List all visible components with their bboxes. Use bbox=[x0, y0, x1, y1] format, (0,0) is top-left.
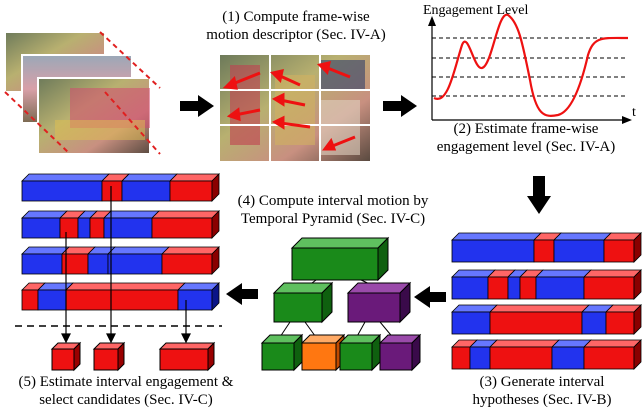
plot-x-label: t bbox=[632, 105, 636, 120]
motion-descriptor-frame bbox=[220, 55, 370, 161]
interval-bar bbox=[451, 232, 642, 263]
interval-bar bbox=[21, 173, 220, 202]
step1-label: (1) Compute frame-wise motion descriptor… bbox=[206, 9, 386, 43]
step5-label: (5) Estimate interval engagement & selec… bbox=[18, 374, 234, 408]
arrow-down-icon bbox=[527, 176, 551, 214]
pyramid-level-1-block bbox=[290, 236, 390, 282]
interval-bar bbox=[21, 210, 220, 239]
pyramid-level-2-purple bbox=[346, 281, 412, 324]
step3-label: (3) Generate interval hypotheses (Sec. I… bbox=[472, 374, 612, 408]
step4-label: (4) Compute interval motion by Temporal … bbox=[237, 193, 429, 227]
arrow-left-icon bbox=[226, 283, 258, 305]
candidate-block-3 bbox=[158, 341, 216, 372]
interval-bar bbox=[21, 282, 220, 311]
pyramid-level-3-purple bbox=[378, 333, 422, 372]
pyramid-level-3-green-b bbox=[338, 333, 382, 372]
arrow-right-icon bbox=[383, 95, 417, 117]
interval-bar bbox=[451, 304, 642, 335]
arrow-left-icon bbox=[414, 286, 446, 308]
arrow-right-icon bbox=[180, 95, 214, 117]
interval-bar bbox=[21, 246, 220, 275]
pyramid-level-3-green-a bbox=[260, 333, 304, 372]
step2-label: (2) Estimate frame-wise engagement level… bbox=[436, 121, 616, 155]
candidate-block-1 bbox=[50, 341, 82, 372]
plot-y-label: Engagement Level bbox=[423, 3, 529, 18]
pyramid-level-2-green bbox=[272, 281, 334, 324]
candidate-block-2 bbox=[92, 341, 126, 372]
interval-bar bbox=[451, 339, 642, 370]
interval-bar bbox=[451, 269, 642, 300]
engagement-plot bbox=[428, 13, 632, 124]
